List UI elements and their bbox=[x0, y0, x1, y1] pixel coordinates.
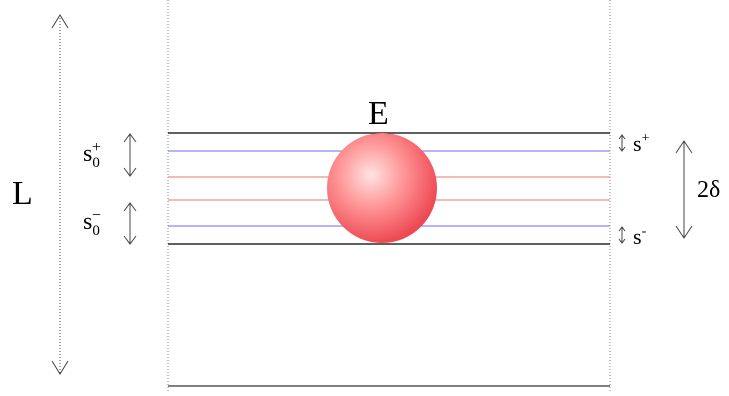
s-plus-label: s+ bbox=[633, 131, 650, 156]
sphere-particle bbox=[327, 133, 437, 243]
s0-plus-sup: + bbox=[92, 139, 101, 156]
element-label: E bbox=[368, 95, 389, 132]
two-delta-label: 2δ bbox=[697, 177, 720, 203]
s0-minus-arrow bbox=[123, 202, 137, 245]
s0-plus-sub: 0 bbox=[92, 155, 100, 171]
s-minus-sup: - bbox=[642, 224, 647, 239]
s0-minus-sup: − bbox=[92, 207, 101, 224]
s-plus-sup: + bbox=[642, 131, 650, 146]
s-minus-arrow bbox=[618, 226, 626, 244]
length-label: L bbox=[12, 175, 33, 212]
two-delta-arrow bbox=[675, 140, 693, 239]
s-minus-label: s- bbox=[633, 224, 647, 249]
s0-plus-label: s0+ bbox=[83, 139, 101, 171]
s-plus-arrow bbox=[618, 134, 626, 152]
s0-minus-sub: 0 bbox=[92, 223, 100, 239]
s0-plus-arrow bbox=[123, 133, 137, 177]
s0-minus-label: s0− bbox=[83, 207, 101, 239]
length-arrow bbox=[51, 14, 69, 375]
